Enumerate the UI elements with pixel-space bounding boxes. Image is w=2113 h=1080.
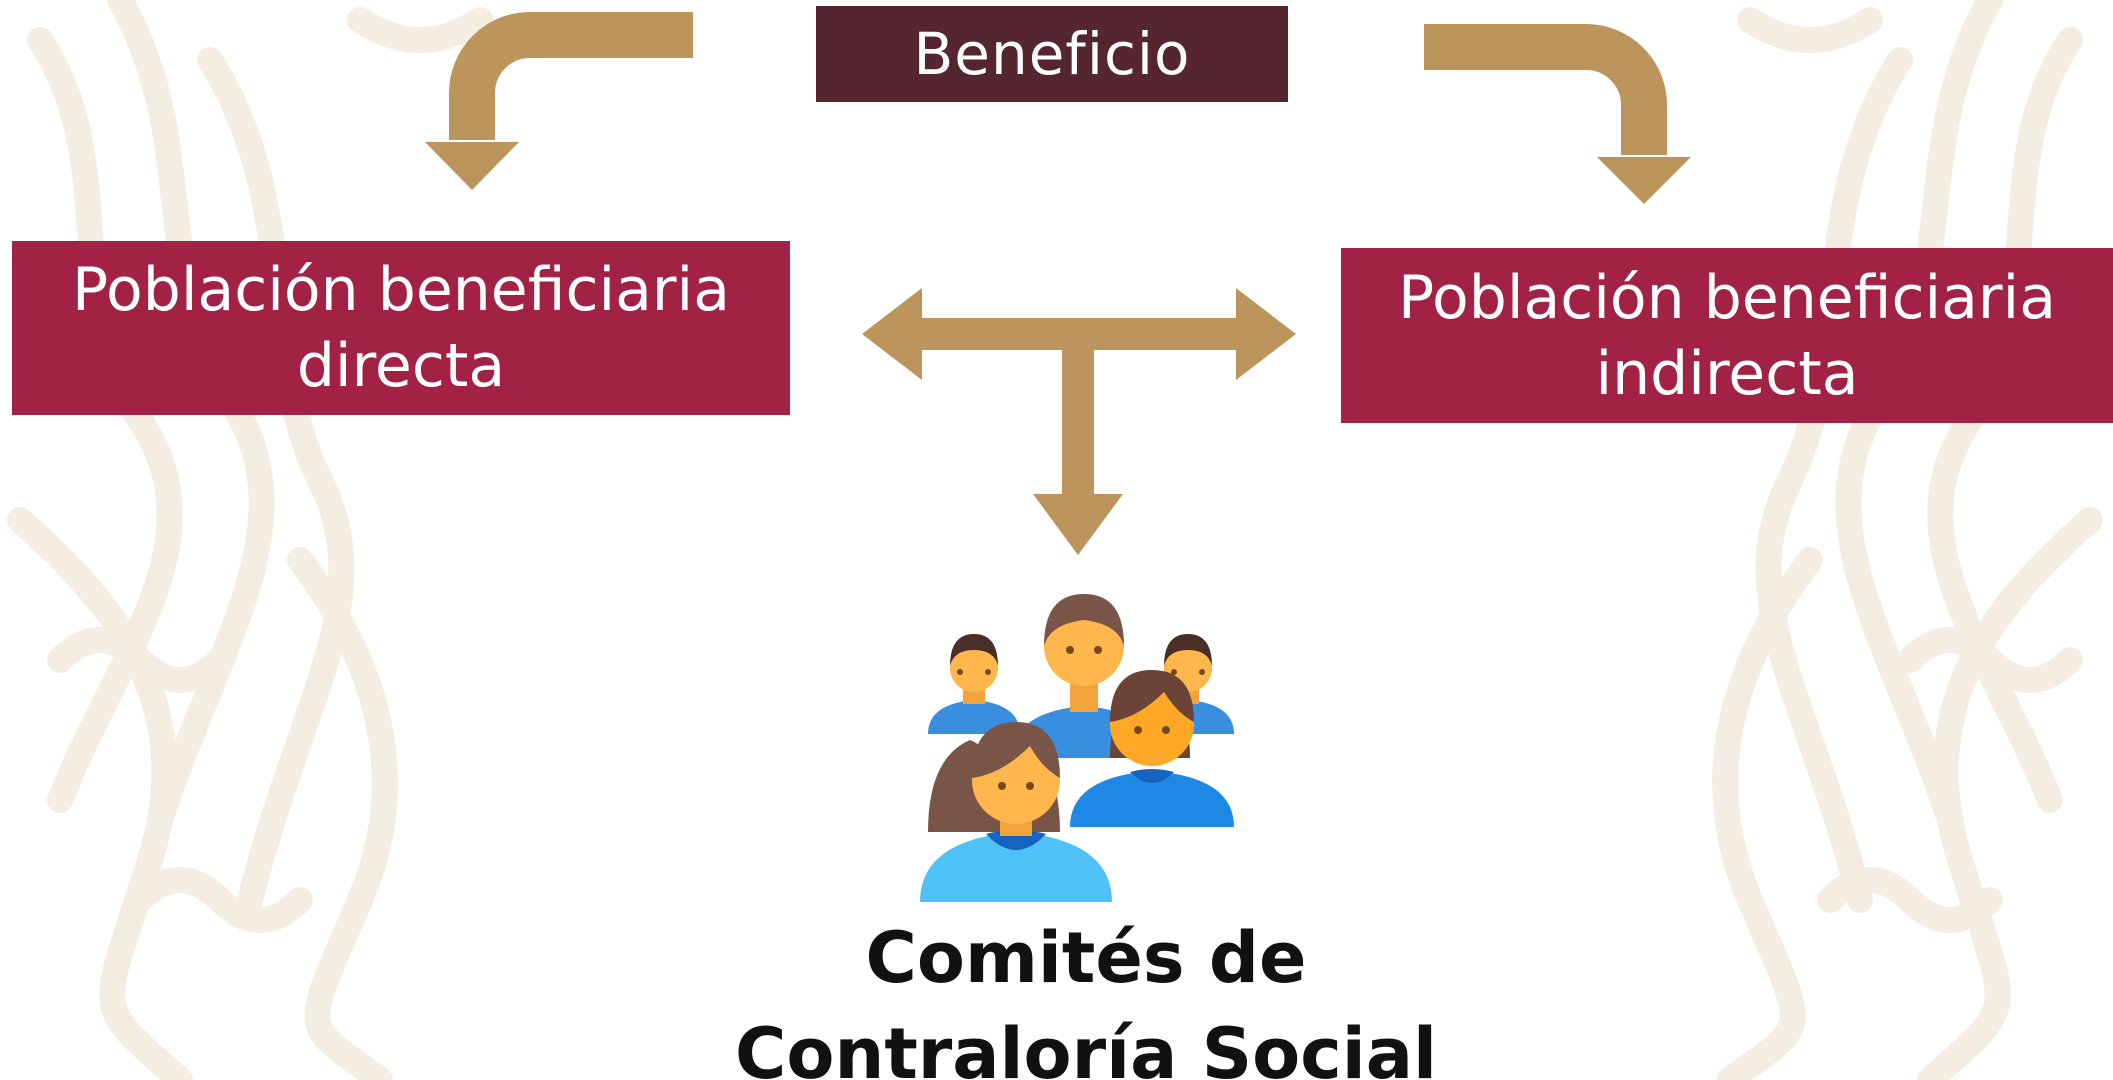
- benefit-label: Beneficio: [913, 20, 1191, 88]
- arrow-top-left-curve: [449, 12, 693, 140]
- arrow-top-right-curve: [1424, 24, 1667, 155]
- direct-population-label-line1: Población beneficiaria: [71, 255, 730, 325]
- arrowhead-horizontal-right: [1236, 288, 1296, 380]
- benefit-box: Beneficio: [816, 6, 1288, 102]
- arrowhead-right-down: [1597, 157, 1691, 204]
- arrowhead-center-down: [1033, 494, 1123, 555]
- indirect-population-box: Población beneficiaria indirecta: [1341, 248, 2113, 423]
- indirect-population-label-line1: Población beneficiaria: [1397, 262, 2056, 333]
- vertical-bar: [1062, 344, 1094, 496]
- indirect-population-label-line2: indirecta: [1595, 338, 1859, 409]
- arrowhead-left-down: [425, 142, 519, 190]
- direct-population-box: Población beneficiaria directa: [12, 241, 790, 415]
- committee-title: Comités de Contraloría Social: [606, 910, 1566, 1080]
- committee-title-line1: Comités de: [865, 917, 1307, 999]
- group-of-people-icon: [920, 594, 1234, 902]
- committee-title-line2: Contraloría Social: [735, 1013, 1437, 1080]
- arrowhead-horizontal-left: [862, 288, 922, 380]
- direct-population-label-line2: directa: [296, 331, 506, 401]
